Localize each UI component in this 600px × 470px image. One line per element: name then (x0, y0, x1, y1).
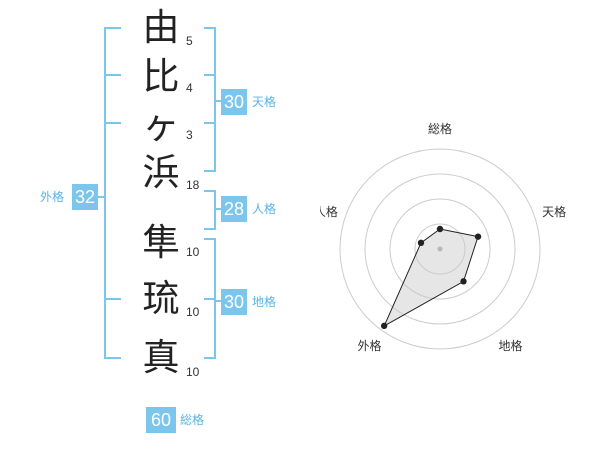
tenkaku-label: 天格 (252, 95, 277, 109)
radar-axis-label-0: 総格 (428, 121, 452, 136)
tenkaku-bracket (204, 27, 216, 172)
name-char-5: 隼 (142, 221, 180, 264)
radar-point-2 (460, 278, 467, 285)
radar-ring-4 (339, 148, 541, 350)
chikaku-label: 地格 (252, 295, 277, 309)
right-tick-2 (204, 122, 216, 124)
name-char-4: 浜 (142, 151, 180, 194)
left-tick-3 (104, 298, 121, 300)
radar-point-3 (380, 322, 388, 330)
name-char-3: ヶ (142, 104, 180, 147)
radar-axis-label-1: 天格 (542, 204, 566, 219)
tenkaku-connector (214, 100, 222, 102)
stroke-count-6: 10 (186, 305, 200, 319)
jinkaku-connector (214, 208, 222, 210)
soukaku-label: 総格 (180, 413, 205, 427)
radar-ring-1 (414, 223, 466, 275)
name-char-1: 由 (142, 6, 180, 49)
stroke-count-4: 18 (186, 178, 200, 192)
soukaku-value: 60 (146, 407, 176, 433)
radar-ring-3 (364, 173, 516, 325)
jinkaku-value: 28 (221, 196, 247, 222)
jinkaku-label: 人格 (252, 202, 277, 216)
radar-ring-2 (389, 198, 491, 300)
jinkaku-bracket (204, 190, 216, 230)
name-char-7: 真 (142, 336, 180, 379)
stroke-count-1: 5 (186, 34, 193, 48)
radar-axis-label-3: 外格 (357, 338, 381, 353)
right-tick-1 (204, 74, 216, 76)
tenkaku-value: 30 (221, 89, 247, 115)
stroke-count-2: 4 (186, 81, 193, 95)
stroke-count-5: 10 (186, 245, 200, 259)
name-char-2: 比 (142, 55, 180, 98)
chikaku-value: 30 (221, 289, 247, 315)
left-tick-1 (104, 74, 121, 76)
radar-axis-label-4: 人格 (320, 204, 338, 219)
radar-area (383, 228, 479, 328)
right-tick-3 (204, 298, 216, 300)
radar-point-1 (474, 233, 482, 240)
radar-point-4 (417, 239, 425, 247)
gaikaku-label: 外格 (40, 190, 65, 204)
radar-center (437, 246, 443, 252)
left-connector (95, 196, 106, 198)
left-tick-2 (104, 122, 121, 124)
stroke-count-3: 3 (186, 128, 193, 142)
stroke-count-7: 10 (186, 365, 200, 379)
name-char-6: 琉 (142, 277, 180, 320)
gaikaku-bracket (104, 27, 121, 359)
radar-axis-label-2: 地格 (498, 338, 522, 353)
chikaku-connector (214, 300, 222, 302)
radar-point-0 (436, 225, 444, 233)
gaikaku-value: 32 (72, 184, 98, 210)
